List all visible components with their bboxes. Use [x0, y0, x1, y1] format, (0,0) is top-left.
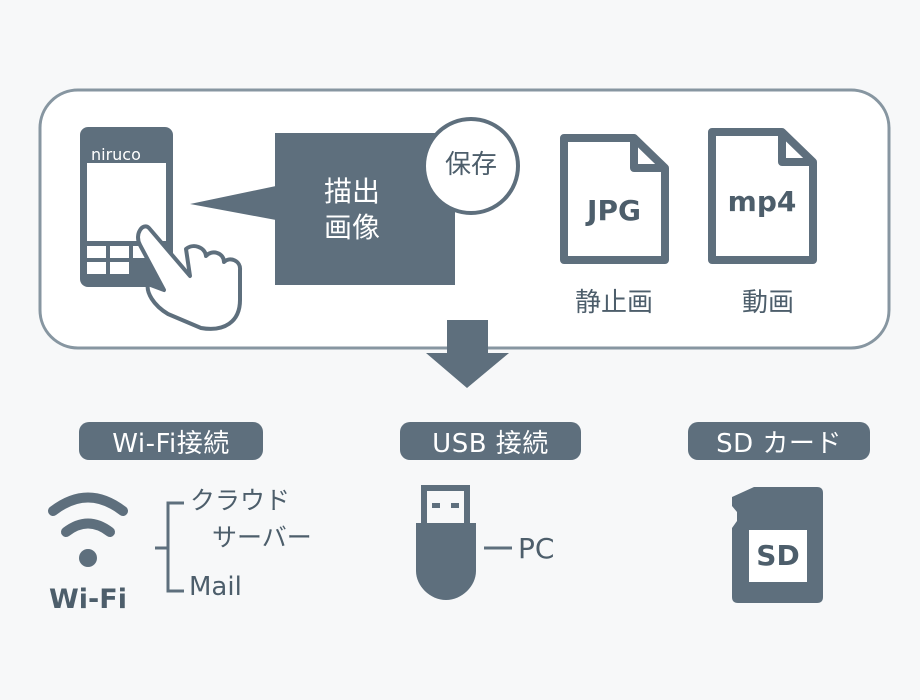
phone-brand-label: niruco — [91, 145, 141, 164]
capture-label-line1: 描出 — [324, 175, 381, 208]
cloud-target-line1: クラウド — [190, 486, 291, 515]
wifi-bracket — [155, 501, 184, 593]
wifi-icon — [48, 492, 128, 567]
save-circle — [422, 117, 520, 215]
video-caption: 動画 — [741, 288, 795, 318]
speech-pointer — [190, 186, 276, 220]
mp4-label: mp4 — [727, 185, 797, 218]
wifi-logo-text: Wi-Fi — [49, 584, 127, 615]
usb-stick-icon — [416, 485, 476, 600]
save-label: 保存 — [444, 150, 498, 180]
jpg-label: JPG — [587, 194, 641, 227]
usb-connection-badge: USB 接続 — [400, 422, 581, 460]
pc-target: PC — [518, 532, 555, 565]
capture-label-line2: 画像 — [324, 211, 381, 244]
sd-card-badge: SD カード — [688, 422, 870, 460]
still-image-caption: 静止画 — [574, 288, 654, 318]
down-arrow-icon — [426, 320, 509, 388]
wifi-connection-badge: Wi-Fi接続 — [79, 422, 263, 460]
mail-target: Mail — [189, 572, 242, 602]
tap-hand-icon — [136, 224, 243, 331]
sd-card-text: SD — [756, 539, 800, 572]
cloud-target-line2: サーバー — [212, 523, 312, 552]
